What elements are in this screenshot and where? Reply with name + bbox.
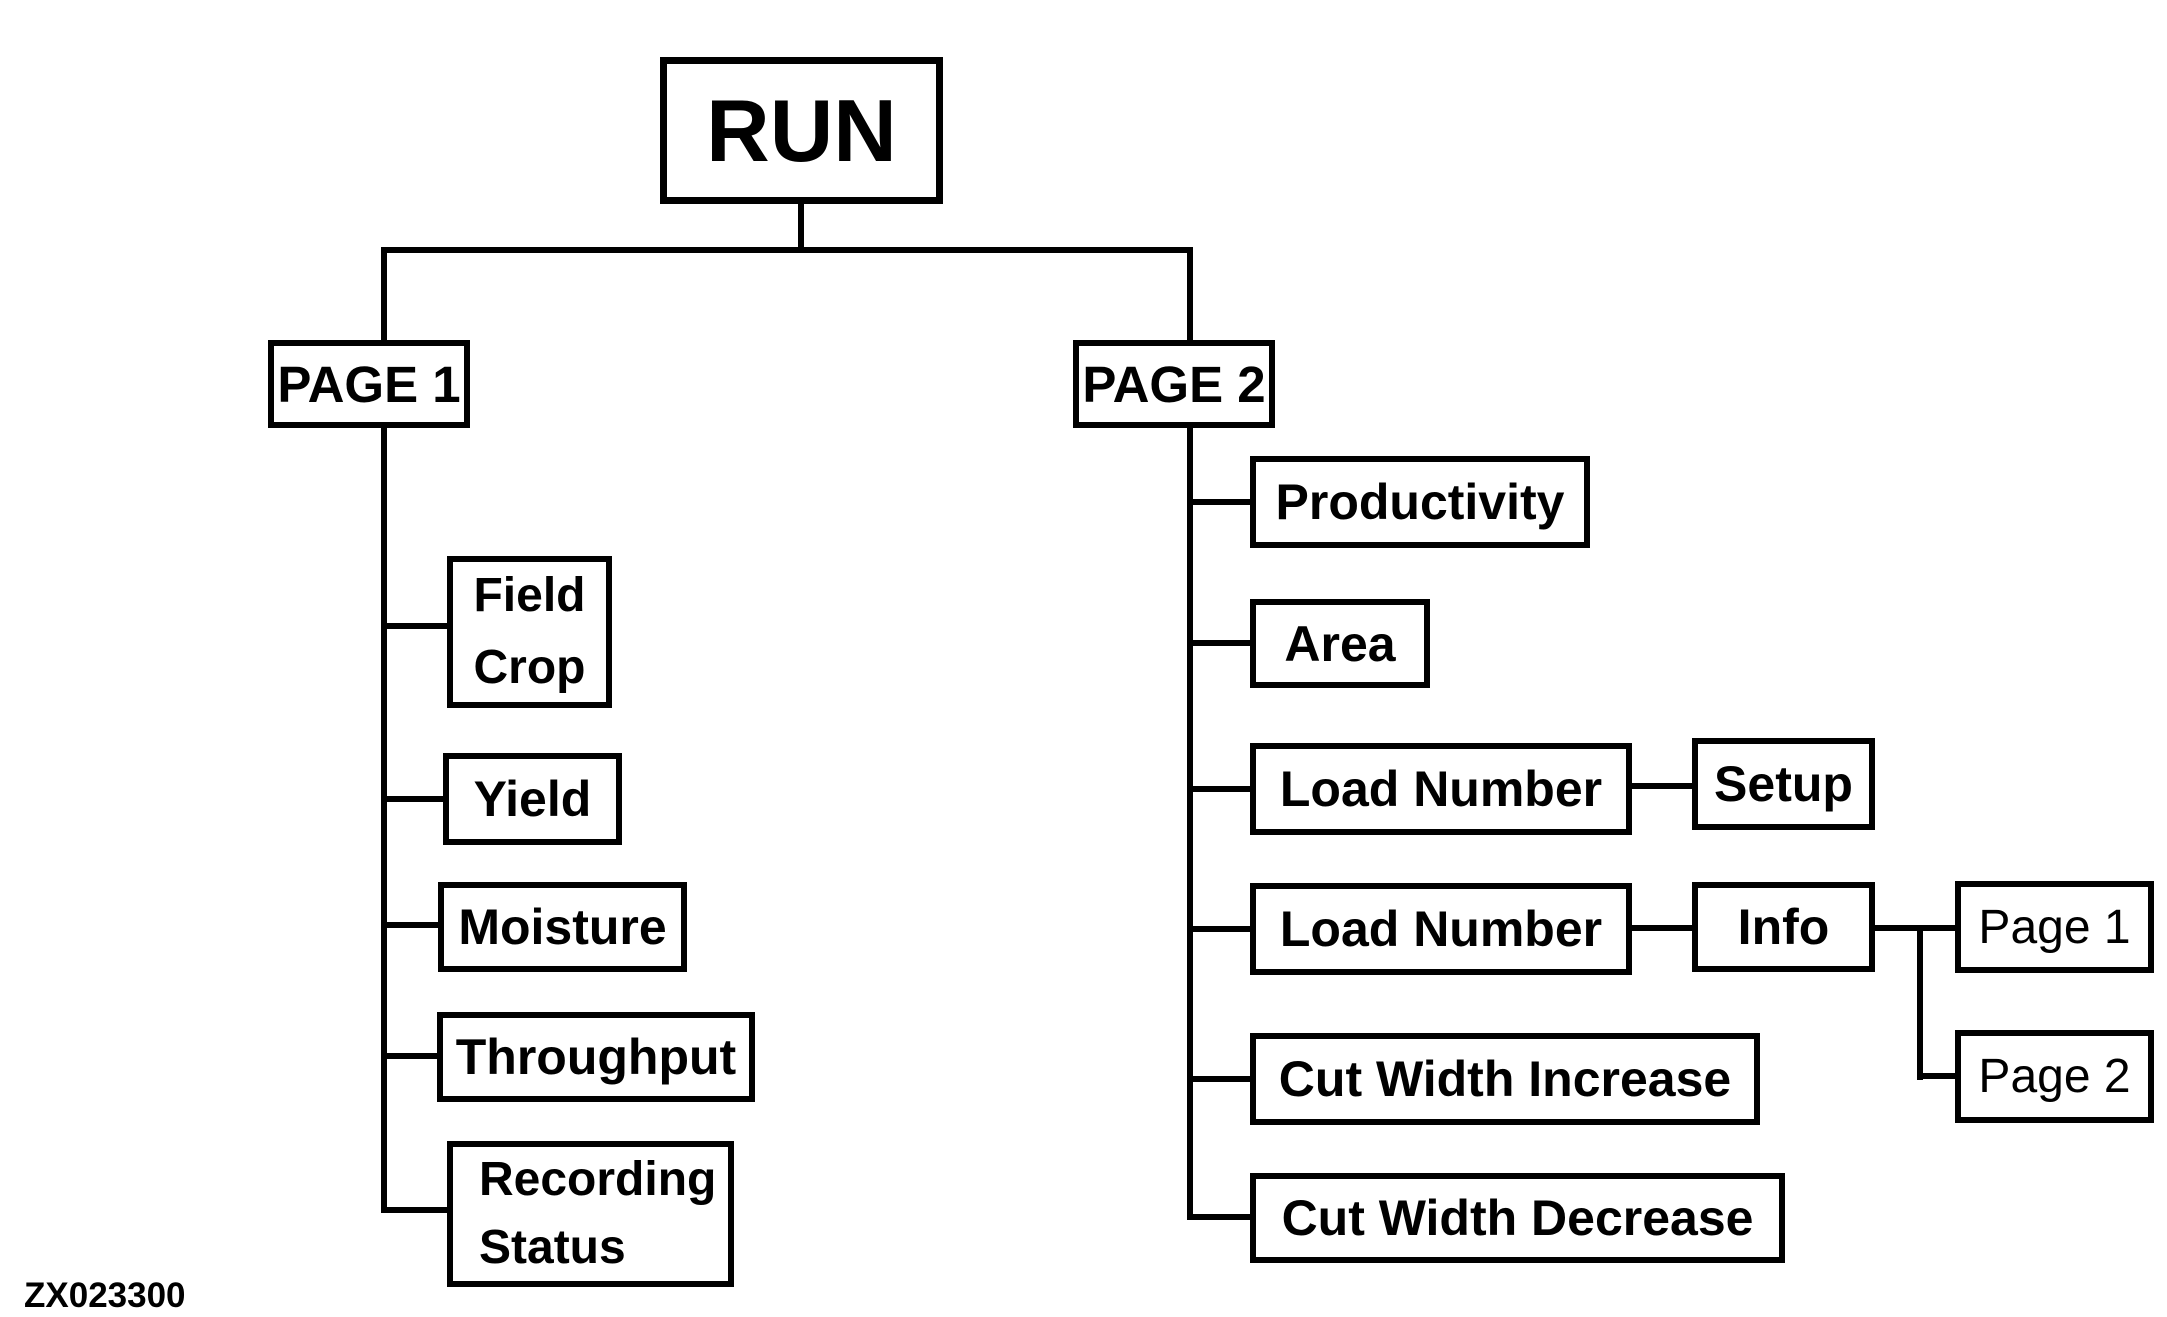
throughput-node: Throughput bbox=[437, 1012, 755, 1102]
connector-branch-yield bbox=[381, 796, 447, 802]
connector-info-page2 bbox=[1917, 1073, 1959, 1079]
load-number-info-node: Load Number bbox=[1250, 883, 1632, 975]
yield-node: Yield bbox=[443, 753, 622, 845]
connector-branch-cut-increase bbox=[1187, 1076, 1254, 1082]
page1-node: PAGE 1 bbox=[268, 340, 470, 428]
info-page2-node: Page 2 bbox=[1955, 1030, 2154, 1123]
connector-branch-cut-decrease bbox=[1187, 1214, 1254, 1220]
connector-branch-load1 bbox=[1187, 786, 1254, 792]
connector-branch-productivity bbox=[1187, 499, 1254, 505]
connector-trunk-page1 bbox=[381, 428, 387, 1213]
connector-drop-page2 bbox=[1187, 247, 1193, 343]
cut-width-decrease-node: Cut Width Decrease bbox=[1250, 1173, 1785, 1263]
moisture-node: Moisture bbox=[438, 882, 687, 972]
recording-status-line2: Status bbox=[479, 1221, 626, 1274]
connector-load1-setup bbox=[1628, 783, 1696, 789]
field-crop-line2: Crop bbox=[473, 641, 586, 694]
connector-run-stub bbox=[798, 204, 804, 250]
connector-info-page1 bbox=[1872, 925, 1959, 931]
field-crop-node: Field Crop bbox=[447, 556, 612, 708]
connector-branch-field-crop bbox=[381, 623, 451, 629]
area-node: Area bbox=[1250, 599, 1430, 688]
page2-node: PAGE 2 bbox=[1073, 340, 1275, 428]
connector-drop-page1 bbox=[381, 247, 387, 343]
connector-trunk-page2 bbox=[1187, 428, 1193, 1220]
connector-branch-recording bbox=[381, 1207, 451, 1213]
info-node: Info bbox=[1692, 882, 1875, 972]
connector-load2-info bbox=[1628, 925, 1696, 931]
field-crop-line1: Field bbox=[473, 569, 586, 622]
connector-branch-throughput bbox=[381, 1053, 441, 1059]
cut-width-increase-node: Cut Width Increase bbox=[1250, 1033, 1760, 1125]
connector-branch-load2 bbox=[1187, 926, 1254, 932]
recording-status-line1: Recording bbox=[479, 1153, 717, 1206]
setup-node: Setup bbox=[1692, 738, 1875, 830]
connector-branch-area bbox=[1187, 640, 1254, 646]
info-page1-node: Page 1 bbox=[1955, 881, 2154, 973]
run-node: RUN bbox=[660, 57, 943, 204]
figure-code-label: ZX023300 bbox=[24, 1276, 186, 1315]
load-number-setup-node: Load Number bbox=[1250, 743, 1632, 835]
connector-info-vertical bbox=[1917, 925, 1923, 1080]
recording-status-node: Recording Status bbox=[447, 1141, 734, 1287]
productivity-node: Productivity bbox=[1250, 456, 1590, 548]
connector-branch-moisture bbox=[381, 922, 442, 928]
connector-top-horizontal bbox=[381, 247, 1193, 253]
